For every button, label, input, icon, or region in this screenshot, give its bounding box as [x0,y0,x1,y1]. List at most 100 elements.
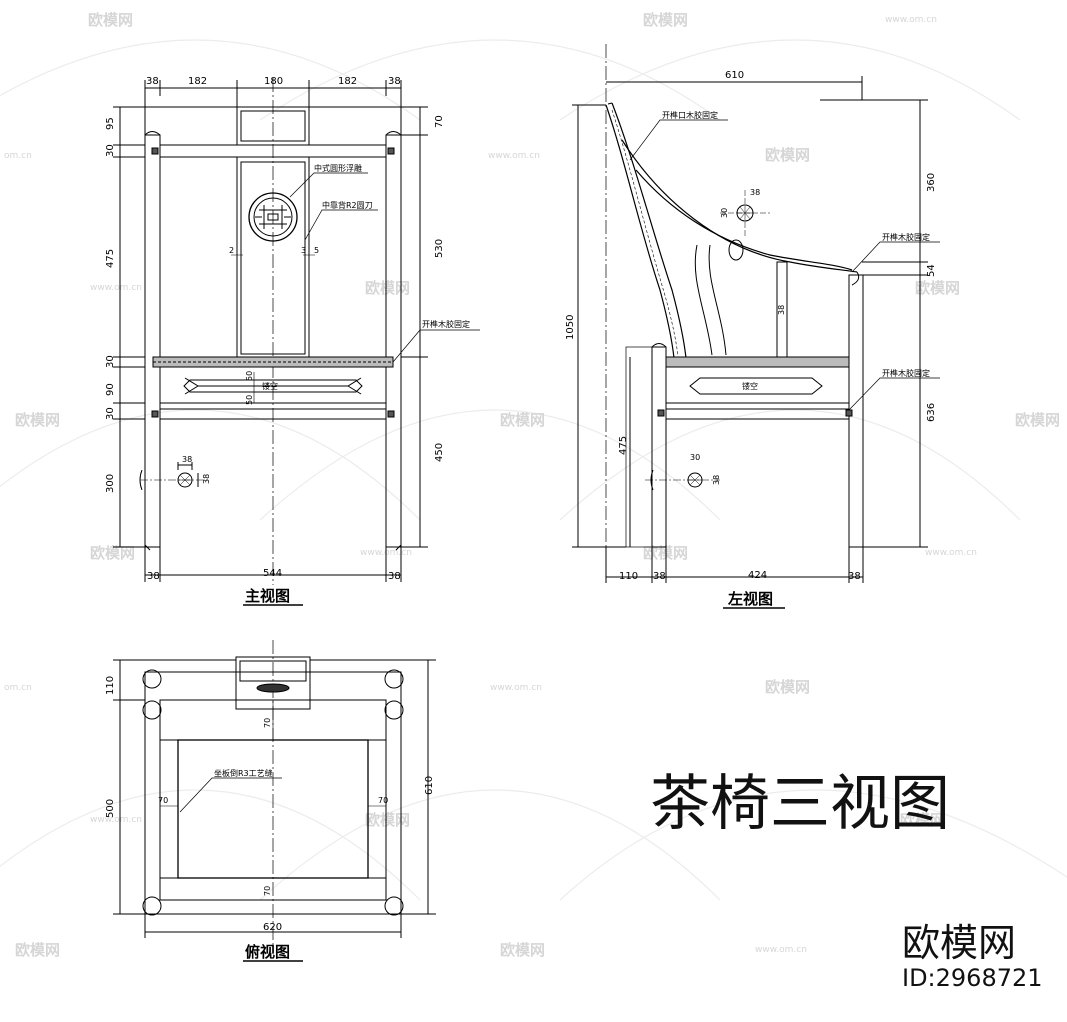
top-dim-110: 110 [105,676,116,695]
front-small-50a: 50 [245,371,254,381]
side-leg-section [645,469,720,491]
front-dim-182b: 182 [338,76,357,87]
top-view-texts: 110 500 610 620 70 70 70 70 坐板倒R3工艺缝 俯视图 [105,676,435,962]
front-small-5: 5 [314,246,319,255]
side-small-38a: 38 [750,188,760,197]
side-dim-424: 424 [748,570,767,581]
top-post-bl [142,896,162,916]
side-dim-110: 110 [619,571,638,582]
watermark-12: 欧模网 [1015,411,1060,429]
top-inner-70b: 70 [158,796,168,805]
side-view [572,44,940,583]
watermark-texts: 欧模网 欧模网 www.om.cn 欧模网 www.om.cn om.cn 欧模… [4,11,1060,959]
front-dim-450: 450 [434,443,445,462]
front-small-38a: 38 [182,455,192,464]
side-rear-offset [625,346,653,548]
front-label-backrest: 中靠背R2圆刀 [322,200,373,210]
front-dim-90: 90 [105,383,116,396]
front-dim-38a: 38 [146,76,159,87]
top-outer-frame [144,671,402,915]
watermark-18: om.cn [4,683,32,693]
top-back-section [256,683,290,693]
top-view-title: 俯视图 [245,943,290,961]
watermark-4: 欧模网 [765,146,810,164]
watermark-5: www.om.cn [488,151,540,161]
front-dim-300: 300 [105,474,116,493]
side-dim-1050: 1050 [565,315,576,340]
watermark-22: www.om.cn [90,815,142,825]
watermark-6: om.cn [4,151,32,161]
side-label-back-joint: 开榫口木胶固定 [662,110,718,120]
side-dim-475: 475 [618,436,629,455]
watermark-24: 欧模网 [500,941,545,959]
side-small-30a: 30 [720,208,729,218]
top-dim-500: 500 [105,799,116,818]
watermark-13: 欧模网 [90,544,135,562]
side-small-38c: 38 [777,305,786,315]
side-dim-610: 610 [725,70,744,81]
front-dim-95: 95 [105,117,116,130]
side-arm-support-a [694,244,713,356]
side-arm-support-b [708,244,727,356]
top-label-seat-gap: 坐板倒R3工艺缝 [214,768,273,778]
watermark-1: 欧模网 [88,11,133,29]
front-small-38b: 38 [202,474,211,484]
side-apron [665,366,850,404]
front-view-title: 主视图 [245,587,290,605]
side-label-leg-joint: 开榫木胶固定 [882,368,930,378]
front-small-50b: 50 [245,395,254,405]
watermark-25: www.om.cn [755,945,807,955]
watermark-11: 欧模网 [500,411,545,429]
side-seat-board [665,356,850,368]
front-view [113,78,480,585]
top-post-tr [384,669,404,689]
side-dim-38a: 38 [653,571,666,582]
front-apron-cutout [183,379,363,393]
front-right-post [385,134,402,548]
side-arm-section [720,190,770,236]
side-dim-360: 360 [926,173,937,192]
side-back-outer [605,104,675,359]
watermark-19: www.om.cn [490,683,542,693]
side-view-title: 左视图 [727,590,773,608]
top-post-br [384,896,404,916]
side-arm-bottom [635,169,853,271]
drawing-main-title: 茶椅三视图 [650,769,950,839]
side-small-30b: 30 [690,453,700,462]
watermark-7: 欧模网 [365,279,410,297]
side-label-hollow: 镂空 [742,381,758,391]
top-inner-70d: 70 [263,886,272,896]
front-dim-475: 475 [105,249,116,268]
front-label-hollow: 镂空 [262,381,278,391]
watermark-16: www.om.cn [925,548,977,558]
front-dim-30c: 30 [105,407,116,420]
watermark-17: 欧模网 [765,678,810,696]
front-dim-30a: 30 [105,144,116,157]
top-view [113,640,436,945]
front-dim-182a: 182 [188,76,207,87]
front-dim-30b: 30 [105,355,116,368]
side-label-arm-joint: 开榫木胶固定 [882,232,930,242]
front-label-carving: 中式圆形浮雕 [314,163,362,173]
watermark-9: www.om.cn [90,283,142,293]
side-stretcher [665,408,850,420]
front-label-joint: 开榫木胶固定 [422,319,470,329]
side-small-38b: 38 [712,475,721,485]
side-view-texts: 610 1050 475 360 54 636 110 38 424 38 开榫… [565,70,937,609]
front-head-block [236,106,310,146]
side-apron-cutout [689,377,823,395]
front-dim-530: 530 [434,239,445,258]
front-dim-bottom-38b: 38 [388,571,401,582]
side-back-inner [611,102,687,359]
front-dim-180: 180 [264,76,283,87]
watermark-21: 欧模网 [900,811,945,829]
watermark-8: 欧模网 [915,279,960,297]
side-dim-636: 636 [926,403,937,422]
top-dim-610: 610 [424,776,435,795]
front-small-3: 3 [301,246,306,255]
front-dim-38b: 38 [388,76,401,87]
watermark-20: 欧模网 [365,811,410,829]
top-inner-70c: 70 [378,796,388,805]
side-dim-54: 54 [926,264,937,277]
